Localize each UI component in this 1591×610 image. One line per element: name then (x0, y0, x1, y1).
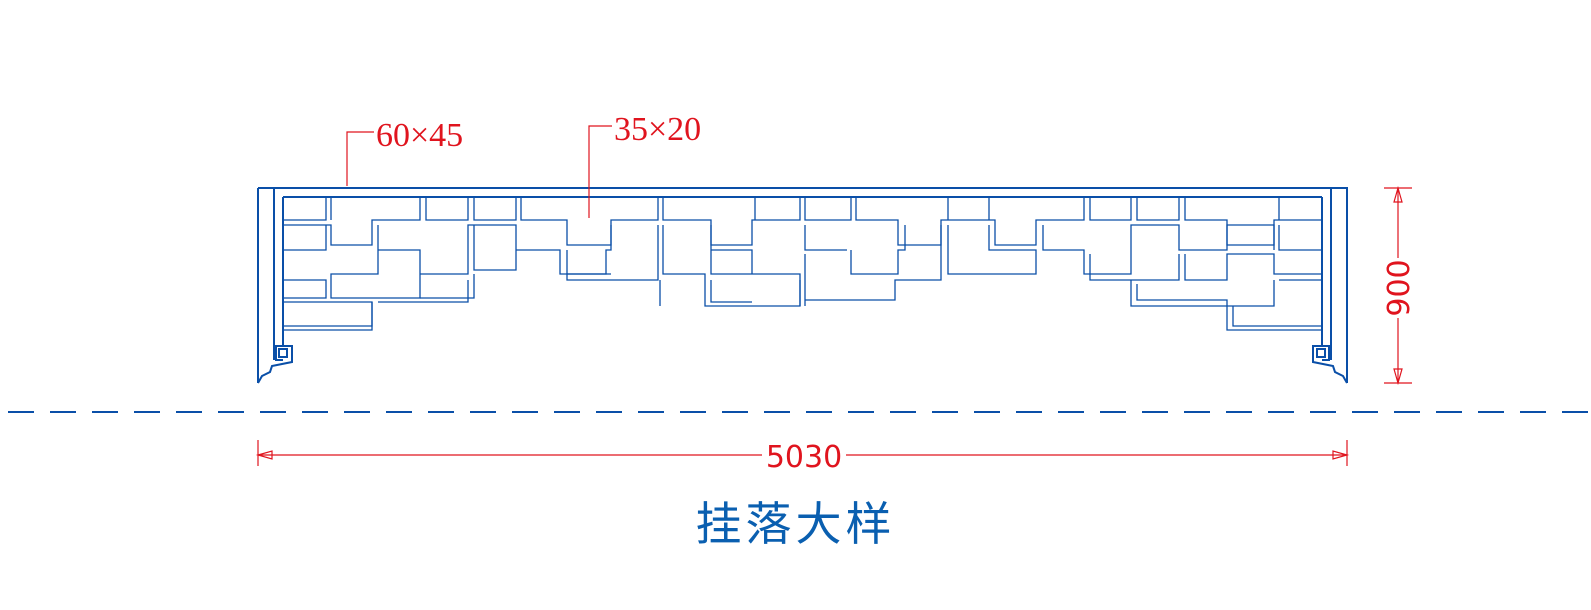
lattice-fretwork (282, 197, 1323, 331)
label-frame-section: 60×45 (376, 117, 463, 154)
label-lattice-section: 35×20 (614, 111, 701, 148)
height-dimension (1384, 185, 1412, 386)
height-dimension-value: 900 (1382, 259, 1417, 316)
drawing-title: 挂落大样 (695, 497, 896, 551)
outer-frame (257, 187, 1348, 384)
width-dimension (255, 440, 1350, 466)
width-dimension-value: 5030 (766, 440, 842, 475)
leader-lattice-section (588, 125, 612, 218)
leader-frame-section (346, 131, 374, 186)
